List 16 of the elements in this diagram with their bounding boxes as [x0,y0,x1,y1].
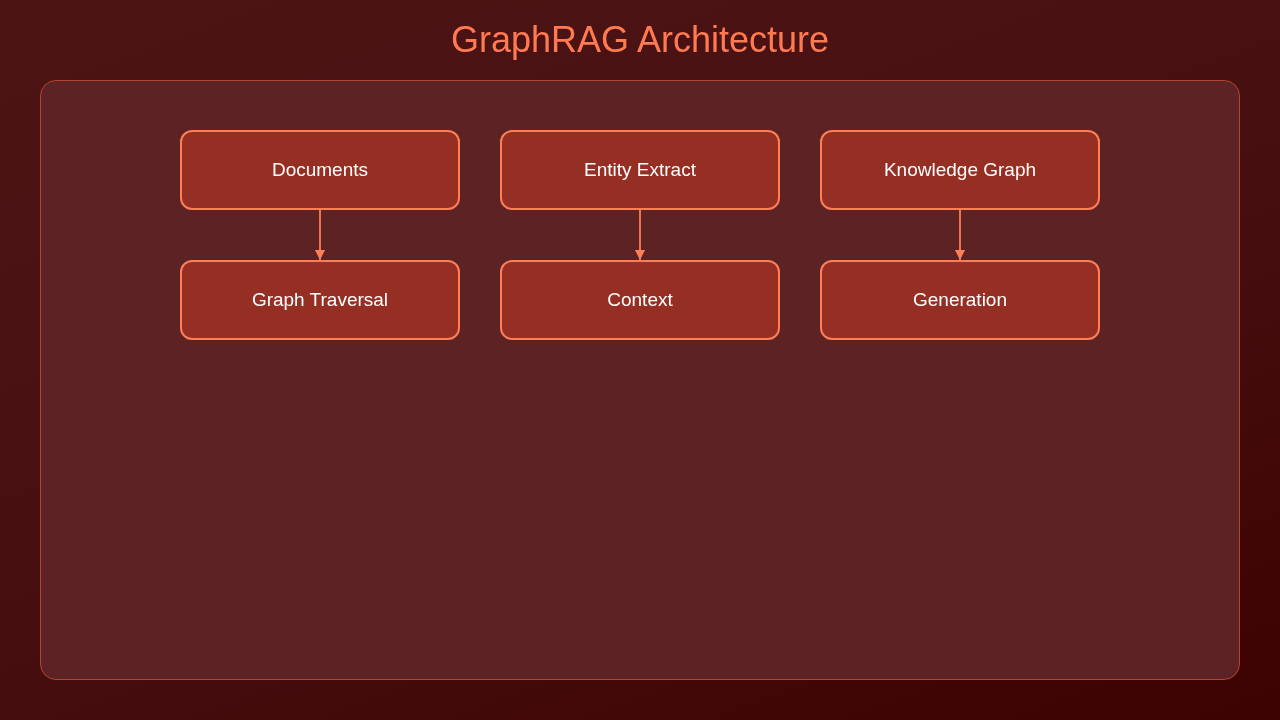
process-box [820,260,1100,340]
process-box [500,130,780,210]
box-label: Knowledge Graph [882,158,1038,182]
process-box [500,260,780,340]
arrow [315,209,325,261]
arrow [635,209,645,261]
box-label: Graph Traversal [250,288,390,312]
diagram-title: GraphRAG Architecture [450,18,830,62]
arrow [955,209,965,261]
process-box [820,130,1100,210]
process-box [180,260,460,340]
box-label: Entity Extract [583,158,697,182]
process-box [180,130,460,210]
box-label: Generation [912,288,1008,312]
box-label: Documents [270,158,370,182]
box-label: Context [606,288,674,312]
